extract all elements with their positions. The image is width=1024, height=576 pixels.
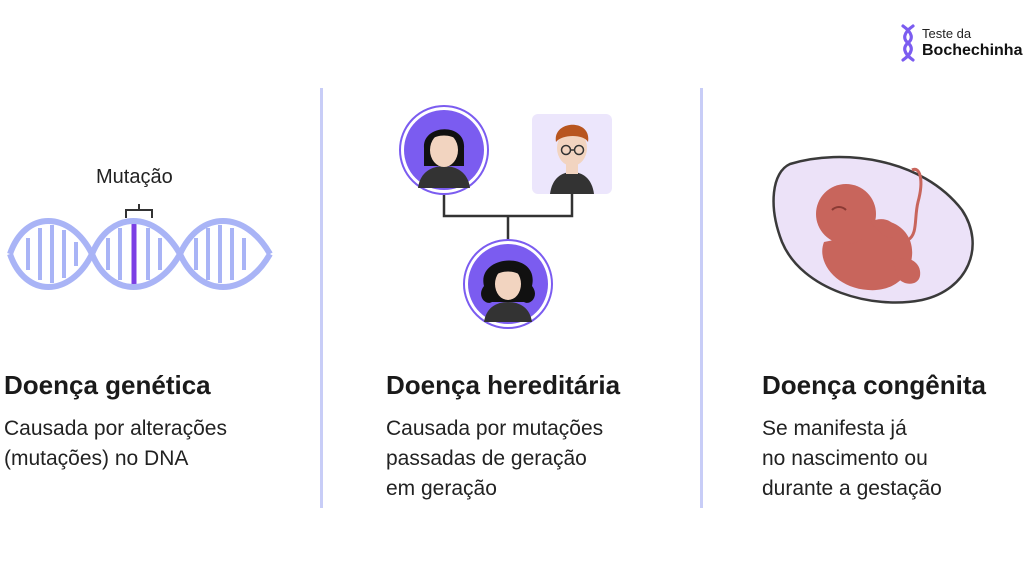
brand-logo: Teste da Bochechinha: [900, 22, 1024, 66]
desc-congenita-line: durante a gestação: [762, 477, 942, 500]
title-hereditaria: Doença hereditária: [386, 370, 621, 400]
desc-congenita-line: Se manifesta já: [762, 417, 907, 440]
family-tree-icon: [399, 105, 612, 329]
desc-genetica-line: Causada por alterações: [4, 417, 227, 440]
divider-right: [700, 88, 703, 508]
father-icon: [532, 114, 612, 194]
logo-helix-icon: [901, 24, 915, 62]
desc-genetica: Causada por alterações (mutações) no DNA: [4, 414, 227, 474]
mutation-label: Mutação: [96, 166, 173, 188]
desc-genetica-line: (mutações) no DNA: [4, 447, 189, 470]
fetus-icon: [772, 155, 974, 304]
desc-hereditaria-line: em geração: [386, 477, 497, 500]
divider-left: [320, 88, 323, 508]
desc-hereditaria-line: passadas de geração: [386, 447, 587, 470]
child-icon: [463, 239, 553, 329]
title-genetica: Doença genética: [4, 370, 211, 400]
dna-icon: [7, 204, 273, 290]
desc-hereditaria: Causada por mutações passadas de geração…: [386, 414, 603, 504]
brand-line1: Teste da: [922, 26, 972, 41]
title-congenita: Doença congênita: [762, 370, 986, 400]
desc-congenita: Se manifesta já no nascimento ou durante…: [762, 414, 942, 504]
brand-line2: Bochechinha: [922, 42, 1023, 59]
desc-congenita-line: no nascimento ou: [762, 447, 928, 470]
mother-icon: [399, 105, 489, 195]
desc-hereditaria-line: Causada por mutações: [386, 417, 604, 440]
